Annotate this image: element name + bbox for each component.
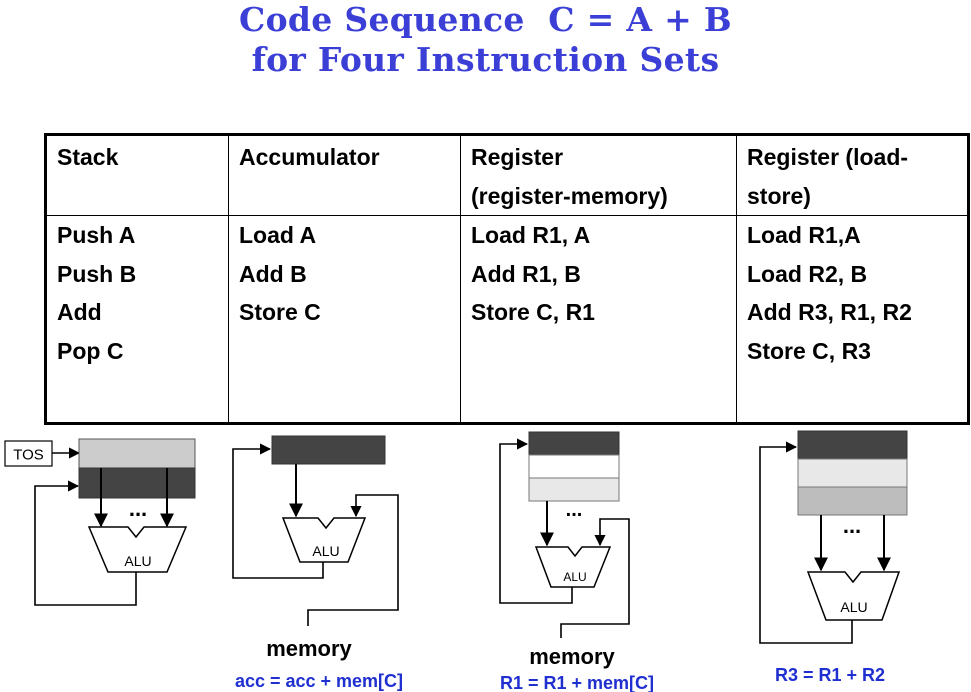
ls-alu (806, 571, 901, 621)
accumulator-alu (281, 517, 367, 563)
header-accumulator: Accumulator (228, 134, 461, 216)
code-line: Push A (57, 222, 136, 248)
load-store-diagram: ... ALU R3 = R1 + R2 (759, 430, 908, 685)
stack-second-register (78, 467, 196, 499)
acc-equation: acc = acc + mem[C] (235, 671, 403, 691)
code-register-memory: Load R1, A Add R1, B Store C, R1 (460, 215, 737, 424)
regmem-register-3 (528, 477, 620, 502)
table-header-row: Stack Accumulator Register (register-mem… (45, 134, 969, 216)
regmem-alu-label: ALU (563, 570, 586, 584)
stack-alu-label: ALU (124, 553, 151, 569)
code-line: Add (57, 299, 102, 325)
code-stack: Push A Push B Add Pop C (45, 215, 229, 424)
code-line: Store C (239, 299, 321, 325)
acc-memory-label: memory (266, 636, 352, 661)
accumulator-alu-label: ALU (312, 543, 339, 559)
code-line: Store C, R3 (747, 337, 871, 364)
ls-alu-label: ALU (840, 599, 867, 615)
code-line: Load A (239, 222, 317, 248)
stack-top-register (78, 438, 196, 469)
title-line-2: for Four Instruction Sets (251, 40, 720, 79)
ls-equation: R3 = R1 + R2 (775, 665, 885, 685)
header-text: Register (load- (747, 144, 909, 170)
stack-result-arrow (34, 480, 137, 606)
header-text: (register-memory) (471, 182, 668, 209)
header-text: Accumulator (239, 144, 380, 170)
code-line: Push B (57, 260, 137, 287)
regmem-memory-label: memory (529, 644, 615, 669)
header-load-store: Register (load- store) (736, 134, 969, 216)
code-line: Pop C (57, 337, 124, 364)
stack-ellipsis: ... (129, 496, 147, 521)
tos-label: TOS (13, 447, 44, 464)
header-text: store) (747, 182, 811, 209)
header-stack: Stack (45, 134, 229, 216)
regmem-result-arrow (499, 438, 573, 604)
header-text: Stack (57, 144, 119, 170)
accumulator-diagram: ALU memory acc = acc + mem[C] (232, 435, 403, 691)
code-line: Load R2, B (747, 260, 868, 287)
code-line: Load R1, A (471, 222, 591, 248)
regmem-equation: R1 = R1 + mem[C] (500, 673, 654, 692)
ls-register-2 (797, 458, 908, 488)
code-line: Add R3, R1, R2 (747, 299, 912, 325)
table-code-row: Push A Push B Add Pop C Load A Add B Sto… (45, 215, 969, 424)
regmem-register-2 (528, 454, 620, 479)
accumulator-register (271, 435, 386, 465)
regmem-ellipsis: ... (566, 499, 583, 521)
stack-alu (87, 526, 188, 573)
regmem-register-1 (528, 431, 620, 456)
code-line: Add R1, B (471, 260, 581, 287)
register-memory-diagram: ... ALU memory R1 = R1 + mem[C] (499, 431, 654, 692)
instruction-set-table: Stack Accumulator Register (register-mem… (44, 133, 970, 425)
ls-register-3 (797, 486, 908, 516)
acc-result-arrow (232, 443, 324, 579)
acc-memory-arrow (307, 494, 399, 626)
regmem-memory-arrow (560, 518, 630, 638)
title-line-1: Code Sequence C = A + B (239, 0, 732, 39)
regmem-alu (534, 546, 612, 588)
stack-diagram: TOS ... ALU (4, 438, 196, 606)
code-line: Add B (239, 260, 307, 287)
code-line: Load R1,A (747, 222, 861, 248)
header-text: Register (471, 144, 564, 170)
code-load-store: Load R1,A Load R2, B Add R3, R1, R2 Stor… (736, 215, 969, 424)
code-line: Store C, R1 (471, 299, 595, 325)
ls-result-arrow (759, 441, 853, 644)
ls-ellipsis: ... (843, 513, 861, 538)
code-accumulator: Load A Add B Store C (228, 215, 461, 424)
ls-register-1 (797, 430, 908, 460)
